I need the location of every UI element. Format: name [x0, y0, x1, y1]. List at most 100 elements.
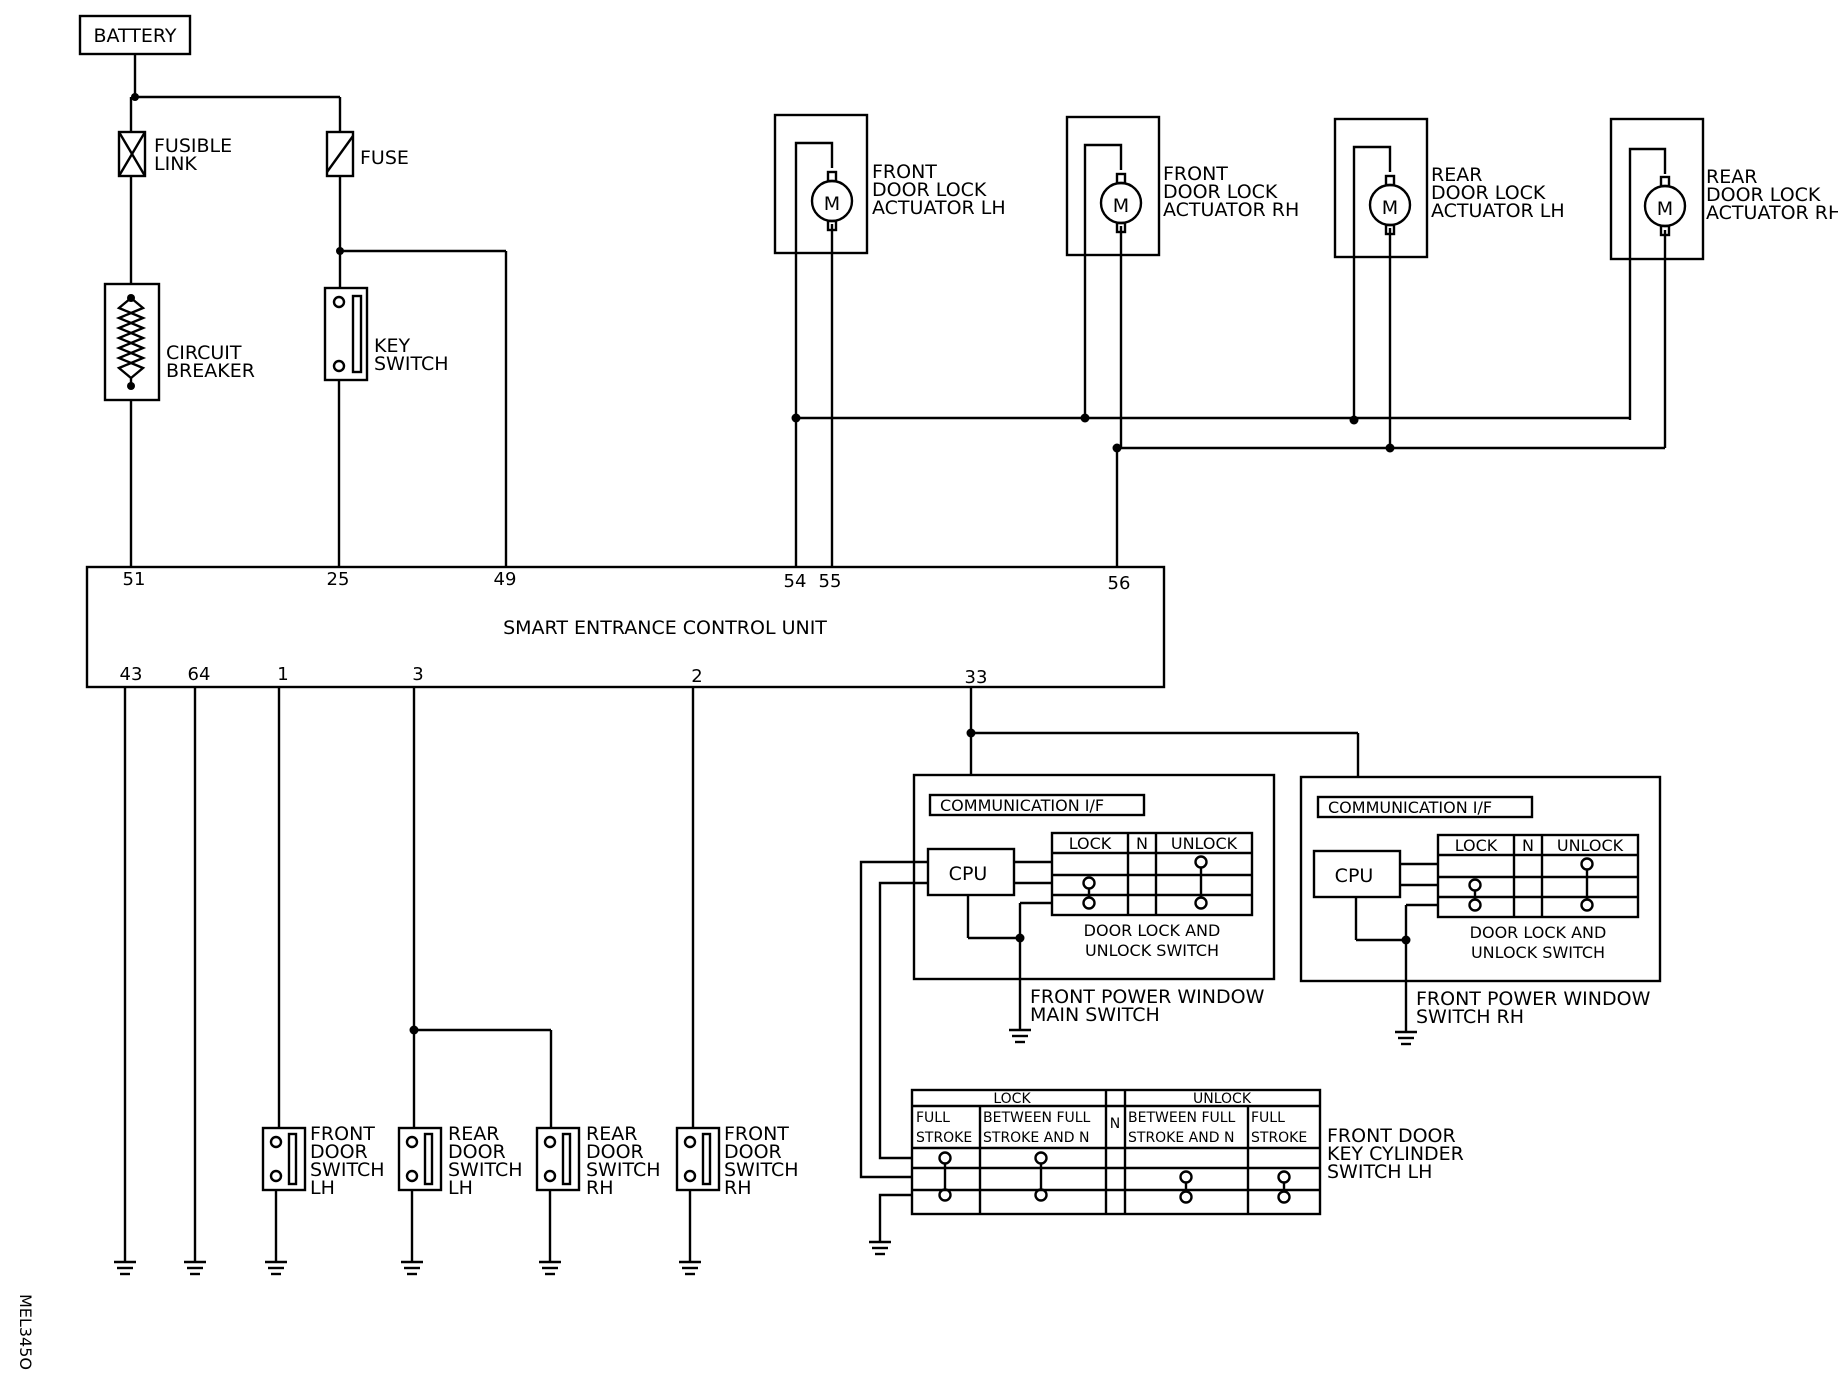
front-door-switch-lh-label-1: FRONT: [310, 1123, 375, 1145]
rh-unlock-header: UNLOCK: [1557, 836, 1624, 855]
rh-cpu-box: [1312, 849, 1402, 899]
front-door-switch-rh-symbol: [675, 1126, 721, 1192]
pin-55: 55: [819, 571, 842, 592]
pin-56: 56: [1108, 573, 1131, 594]
rear-door-switch-lh-label-3: SWITCH: [448, 1159, 523, 1181]
kc-between-lock-1: BETWEEN FULL: [983, 1110, 1091, 1126]
kc-between-unlock-1: BETWEEN FULL: [1128, 1110, 1236, 1126]
actuator-front-rh-box: [1065, 115, 1161, 257]
rear-door-switch-lh-label-2: DOOR: [448, 1141, 506, 1163]
front-door-switch-lh-label-3: SWITCH: [310, 1159, 385, 1181]
front-door-switch-rh-label-1: FRONT: [724, 1123, 789, 1145]
rear-door-switch-lh-symbol: [397, 1126, 443, 1192]
fuse-label: FUSE: [360, 147, 409, 169]
fusible-link-label-2: LINK: [154, 153, 197, 175]
actuator-rear-rh-label-2: DOOR LOCK: [1706, 184, 1821, 206]
key-switch-label-1: KEY: [374, 335, 410, 357]
kc-full-stroke-lock-1: FULL: [916, 1110, 950, 1126]
key-cylinder-name-3: SWITCH LH: [1327, 1161, 1432, 1183]
actuator-front-lh-label-1: FRONT: [872, 161, 937, 183]
actuator-front-rh-label-1: FRONT: [1163, 163, 1228, 185]
rh-switch-label-1: DOOR LOCK AND: [1470, 923, 1607, 942]
front-door-switch-lh-label-2: DOOR: [310, 1141, 368, 1163]
main-switch-name-1: FRONT POWER WINDOW: [1030, 986, 1265, 1008]
actuator-rear-rh-label-3: ACTUATOR RH: [1706, 202, 1838, 224]
rear-door-switch-rh-label-4: RH: [586, 1177, 614, 1199]
front-door-switch-rh-label-4: RH: [724, 1177, 752, 1199]
pin-64: 64: [188, 664, 211, 685]
front-door-switch-rh-label-3: SWITCH: [724, 1159, 799, 1181]
actuator-rear-rh-box: [1609, 117, 1705, 261]
rear-door-switch-rh-symbol: [535, 1126, 581, 1192]
rh-switch-name-1: FRONT POWER WINDOW: [1416, 988, 1651, 1010]
main-switch-label-2: UNLOCK SWITCH: [1085, 941, 1219, 960]
front-door-switch-lh-label-4: LH: [310, 1177, 335, 1199]
actuator-front-rh-label-3: ACTUATOR RH: [1163, 199, 1299, 221]
main-comm-label: COMMUNICATION I/F: [940, 796, 1104, 815]
kc-between-unlock-2: STROKE AND N: [1128, 1130, 1234, 1146]
actuator-front-lh-label-3: ACTUATOR LH: [872, 197, 1006, 219]
key-cylinder-wire-2: [878, 881, 928, 1160]
rh-switch-label-2: UNLOCK SWITCH: [1471, 943, 1605, 962]
rear-door-switch-rh-label-2: DOOR: [586, 1141, 644, 1163]
pin-2: 2: [691, 666, 702, 687]
kc-lock-header: LOCK: [993, 1091, 1031, 1107]
ground-64: [184, 687, 206, 1276]
pin-33: 33: [965, 667, 988, 688]
key-cylinder-ground-wire: [878, 1193, 912, 1242]
rh-n-header: N: [1522, 836, 1534, 855]
front-door-switch-lh-symbol: [261, 1126, 307, 1192]
pin-51: 51: [123, 569, 146, 590]
motor-symbol-4: M: [1657, 198, 1673, 220]
ground-43: [114, 687, 136, 1276]
motor-symbol-2: M: [1113, 195, 1129, 217]
kc-full-stroke-lock-2: STROKE: [916, 1130, 972, 1146]
rear-door-switch-rh-label-1: REAR: [586, 1123, 637, 1145]
motor-symbol-3: M: [1382, 197, 1398, 219]
key-cylinder-wire-1: [859, 860, 928, 1179]
key-cylinder-name-2: KEY CYLINDER: [1327, 1143, 1464, 1165]
main-cpu-label: CPU: [949, 863, 988, 885]
front-door-switch-rh-label-2: DOOR: [724, 1141, 782, 1163]
main-switch-name-2: MAIN SWITCH: [1030, 1004, 1160, 1026]
fusible-link-label-1: FUSIBLE: [154, 135, 232, 157]
rear-door-switch-lh-label-4: LH: [448, 1177, 473, 1199]
main-cpu-box: [926, 847, 1016, 897]
actuator-rear-lh-label-3: ACTUATOR LH: [1431, 200, 1565, 222]
circuit-breaker-label-1: CIRCUIT: [166, 342, 242, 364]
rear-door-switch-rh-label-3: SWITCH: [586, 1159, 661, 1181]
kc-n-header: N: [1110, 1116, 1120, 1132]
rh-lock-header: LOCK: [1455, 836, 1498, 855]
kc-full-stroke-unlock-1: FULL: [1251, 1110, 1285, 1126]
key-switch-label-2: SWITCH: [374, 353, 449, 375]
actuator-front-rh-label-2: DOOR LOCK: [1163, 181, 1278, 203]
actuator-rear-lh-label-1: REAR: [1431, 164, 1482, 186]
pin-25: 25: [327, 569, 350, 590]
main-switch-label-1: DOOR LOCK AND: [1084, 921, 1221, 940]
actuator-rear-lh-label-2: DOOR LOCK: [1431, 182, 1546, 204]
main-n-header: N: [1136, 834, 1148, 853]
actuator-rear-rh-label-1: REAR: [1706, 166, 1757, 188]
actuator-front-lh-label-2: DOOR LOCK: [872, 179, 987, 201]
pin-49: 49: [494, 569, 517, 590]
battery-label: BATTERY: [93, 25, 176, 47]
motor-symbol-1: M: [824, 193, 840, 215]
key-cylinder-switch-table: LOCK UNLOCK N FULL STROKE BETWEEN FULL S…: [910, 1088, 1322, 1216]
rh-cpu-label: CPU: [1335, 865, 1374, 887]
kc-unlock-header: UNLOCK: [1193, 1091, 1252, 1107]
kc-between-lock-2: STROKE AND N: [983, 1130, 1089, 1146]
figure-code: MEL345O: [16, 1294, 35, 1370]
smart-entrance-control-unit: [85, 565, 1166, 689]
circuit-breaker-label-2: BREAKER: [166, 360, 255, 382]
key-cylinder-name-1: FRONT DOOR: [1327, 1125, 1456, 1147]
control-unit-title: SMART ENTRANCE CONTROL UNIT: [503, 617, 827, 639]
kc-full-stroke-unlock-2: STROKE: [1251, 1130, 1307, 1146]
rh-comm-label: COMMUNICATION I/F: [1328, 798, 1492, 817]
rear-door-switch-lh-label-1: REAR: [448, 1123, 499, 1145]
pin-3: 3: [412, 664, 423, 685]
pin-1: 1: [277, 664, 288, 685]
pin-43: 43: [120, 664, 143, 685]
pin-54: 54: [784, 571, 807, 592]
main-lock-header: LOCK: [1069, 834, 1112, 853]
